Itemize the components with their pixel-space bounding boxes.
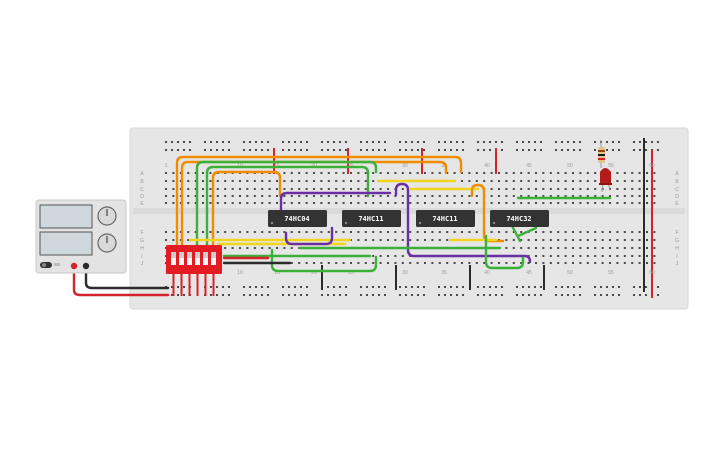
column-number: 45 xyxy=(526,163,532,169)
row-letter: I xyxy=(141,254,142,260)
wire-green-2[interactable] xyxy=(205,165,370,247)
power-rails xyxy=(273,138,653,298)
row-letter: E xyxy=(140,201,144,207)
row-letter: C xyxy=(140,187,144,193)
row-letter: B xyxy=(675,179,679,185)
row-letter: D xyxy=(140,194,144,200)
voltage-display xyxy=(39,204,93,229)
row-letter: J xyxy=(141,261,144,267)
dip-toggle[interactable] xyxy=(179,252,184,265)
column-number: 50 xyxy=(567,163,573,169)
dip-toggle[interactable] xyxy=(195,252,200,265)
wire-green-5[interactable] xyxy=(516,226,538,238)
chip-label: 74HC04 xyxy=(284,215,309,223)
wire-orange-1[interactable] xyxy=(175,155,463,247)
dip-toggle[interactable] xyxy=(171,252,176,265)
chip-label: 74HC11 xyxy=(432,215,457,223)
column-number: 30 xyxy=(402,270,408,276)
chip-label: 74HC11 xyxy=(358,215,383,223)
row-letter: J xyxy=(676,261,679,267)
column-number: 15 xyxy=(274,270,280,276)
chip-label: 74HC32 xyxy=(506,215,531,223)
current-display xyxy=(39,231,93,256)
column-number: 40 xyxy=(484,163,490,169)
row-letter: D xyxy=(675,194,679,200)
row-letter: C xyxy=(675,187,679,193)
row-letter: A xyxy=(140,171,144,177)
row-letter: H xyxy=(675,246,679,252)
column-number: 50 xyxy=(567,270,573,276)
wire-green-9[interactable] xyxy=(484,234,525,270)
column-number: 55 xyxy=(608,163,614,169)
negative-terminal[interactable] xyxy=(82,262,90,270)
column-number: 10 xyxy=(237,270,243,276)
chip-74hc11-b[interactable]: 74HC11 xyxy=(416,210,475,227)
ic-chips[interactable]: 74HC04 74HC11 74HC11 74HC32 xyxy=(268,210,549,227)
wire-purple-3[interactable] xyxy=(284,226,334,246)
dip-toggle[interactable] xyxy=(187,252,192,265)
dip-toggle[interactable] xyxy=(203,252,208,265)
chip-74hc04[interactable]: 74HC04 xyxy=(268,210,327,227)
column-number: 45 xyxy=(526,270,532,276)
chip-74hc32[interactable]: 74HC32 xyxy=(490,210,549,227)
column-number: 20 xyxy=(311,270,317,276)
row-letter: E xyxy=(675,201,679,207)
column-number: 1 xyxy=(165,163,168,169)
dip-toggle[interactable] xyxy=(211,252,216,265)
column-number: 35 xyxy=(441,163,447,169)
row-letter: G xyxy=(140,238,144,244)
row-letter: B xyxy=(140,179,144,185)
row-letter: A xyxy=(675,171,679,177)
dip-switch[interactable] xyxy=(166,245,222,296)
wire-purple-1[interactable] xyxy=(279,191,392,212)
row-letter: F xyxy=(140,230,143,236)
wire-black-psu[interactable] xyxy=(84,264,170,290)
column-number: 60 xyxy=(649,163,655,169)
row-letter: H xyxy=(140,246,144,252)
wire-red-psu[interactable] xyxy=(72,264,170,297)
column-number: 35 xyxy=(441,270,447,276)
power-supply[interactable] xyxy=(35,199,127,274)
column-number: 30 xyxy=(402,163,408,169)
led[interactable] xyxy=(599,168,612,193)
column-number: 40 xyxy=(484,270,490,276)
column-number: 25 xyxy=(348,270,354,276)
wire-green-7[interactable] xyxy=(270,248,378,273)
wire-green-1[interactable] xyxy=(195,160,378,247)
positive-terminal[interactable] xyxy=(70,262,78,270)
wire-orange-3[interactable] xyxy=(211,170,282,247)
column-number: 55 xyxy=(608,270,614,276)
row-letter: I xyxy=(676,254,677,260)
row-letter: G xyxy=(675,238,679,244)
wire-purple-2[interactable] xyxy=(394,182,532,264)
column-number: 60 xyxy=(649,270,655,276)
chip-74hc11-a[interactable]: 74HC11 xyxy=(342,210,401,227)
wires[interactable] xyxy=(72,155,612,297)
row-letter: F xyxy=(675,230,678,236)
resistor[interactable] xyxy=(598,140,605,168)
